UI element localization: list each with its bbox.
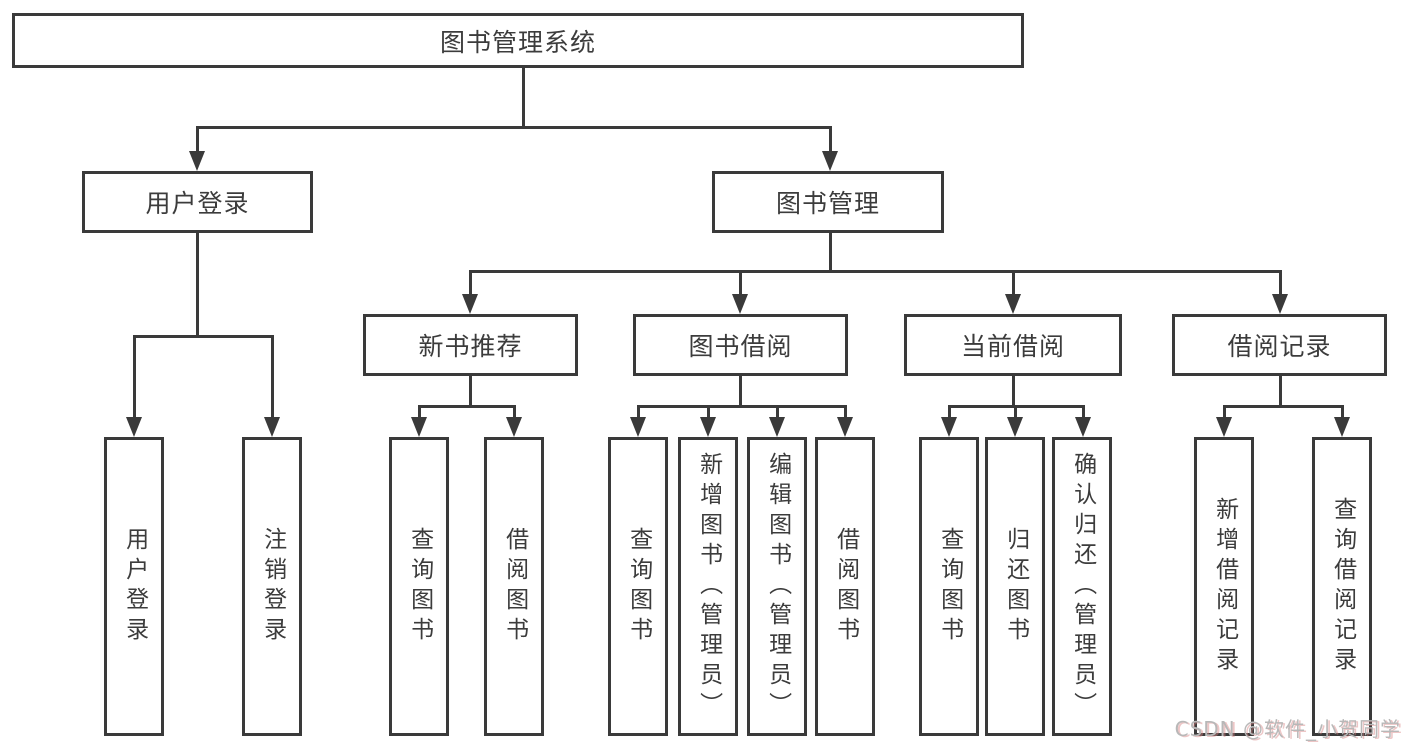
connector-root-drop (521, 68, 525, 126)
arrow-down-icon (1216, 417, 1232, 437)
arrow-down-icon (126, 417, 142, 437)
leaf-add-borrow-record: 新增借阅记录 (1194, 437, 1254, 736)
connector-leaf-shaft (843, 405, 847, 419)
leaf-label: 编辑图书（管理员） (764, 451, 791, 722)
leaf-user-login: 用户登录 (104, 437, 164, 736)
connector-leaf-shaft (270, 335, 274, 419)
leaf-label: 查询图书 (406, 526, 433, 647)
leaf-label: 确认归还（管理员） (1069, 451, 1096, 722)
leaf-label: 查询图书 (625, 526, 652, 647)
connector-leaf-shaft (636, 405, 640, 419)
arrow-down-icon (732, 294, 748, 314)
leaf-label: 查询图书 (936, 526, 963, 647)
arrow-down-icon (462, 294, 478, 314)
connector-shaft (1011, 270, 1015, 296)
connector-splitter (636, 405, 847, 408)
leaf-label: 新增借阅记录 (1211, 496, 1238, 677)
arrow-down-icon (1075, 417, 1091, 437)
node-book-management: 图书管理 (712, 171, 944, 233)
leaf-label: 借阅图书 (501, 526, 528, 647)
connector-drop (468, 376, 472, 408)
arrow-down-icon (1005, 294, 1021, 314)
arrow-down-icon (941, 417, 957, 437)
connector-leaf-shaft (1222, 405, 1226, 419)
node-current-borrow-label: 当前借阅 (960, 332, 1065, 361)
connector-drop (1278, 376, 1282, 408)
leaf-label: 用户登录 (121, 526, 148, 647)
leaf-query-borrow-record: 查询借阅记录 (1312, 437, 1372, 736)
leaf-label: 借阅图书 (832, 526, 859, 647)
leaf-edit-book-admin: 编辑图书（管理员） (747, 437, 807, 736)
connector-splitter (417, 405, 516, 408)
leaf-label: 新增图书（管理员） (695, 451, 722, 722)
leaf-query-books-current: 查询图书 (919, 437, 979, 736)
leaf-query-books-borrow: 查询图书 (608, 437, 668, 736)
arrow-down-icon (822, 151, 838, 171)
connector-leaf-shaft (775, 405, 779, 419)
connector-book-mgmt-shaft (828, 126, 832, 153)
connector-shaft (1278, 270, 1282, 296)
connector-mgmt-drop (828, 232, 832, 273)
node-borrow-records-label: 借阅记录 (1227, 332, 1332, 361)
leaf-label: 查询借阅记录 (1329, 496, 1356, 677)
connector-shaft (738, 270, 742, 296)
leaf-label: 注销登录 (259, 526, 286, 647)
connector-user-splitter (132, 335, 274, 338)
node-borrow-records: 借阅记录 (1172, 314, 1387, 376)
connector-leaf-shaft (947, 405, 951, 419)
arrow-down-icon (769, 417, 785, 437)
arrow-down-icon (700, 417, 716, 437)
leaf-confirm-return-admin: 确认归还（管理员） (1052, 437, 1112, 736)
csdn-watermark: CSDN @软件_小贺同学 (1174, 717, 1401, 741)
arrow-down-icon (837, 417, 853, 437)
arrow-down-icon (506, 417, 522, 437)
leaf-query-books-recommend: 查询图书 (389, 437, 449, 736)
arrow-down-icon (189, 151, 205, 171)
leaf-label: 归还图书 (1002, 526, 1029, 647)
connector-leaf-shaft (132, 335, 136, 419)
node-book-management-label: 图书管理 (775, 189, 880, 218)
arrow-down-icon (1334, 417, 1350, 437)
connector-user-login-shaft (195, 126, 199, 153)
leaf-borrow-books-recommend: 借阅图书 (484, 437, 544, 736)
connector-leaf-shaft (706, 405, 710, 419)
node-current-borrow: 当前借阅 (904, 314, 1122, 376)
leaf-logout: 注销登录 (242, 437, 302, 736)
root-node-label: 图书管理系统 (439, 27, 596, 57)
connector-drop (738, 376, 742, 408)
arrow-down-icon (411, 417, 427, 437)
connector-user-drop (195, 232, 199, 335)
arrow-down-icon (264, 417, 280, 437)
connector-leaf-shaft (417, 405, 421, 419)
connector-drop (1011, 376, 1015, 408)
connector-shaft (468, 270, 472, 296)
node-user-login: 用户登录 (82, 171, 313, 233)
leaf-borrow-books-borrow: 借阅图书 (815, 437, 875, 736)
connector-level2-rail (468, 270, 1282, 273)
node-new-book-recommend: 新书推荐 (363, 314, 578, 376)
connector-leaf-shaft (512, 405, 516, 419)
connector-leaf-shaft (1013, 405, 1017, 419)
arrow-down-icon (1272, 294, 1288, 314)
node-user-login-label: 用户登录 (145, 189, 250, 218)
connector-leaf-shaft (1081, 405, 1085, 419)
connector-leaf-shaft (1340, 405, 1344, 419)
node-new-book-recommend-label: 新书推荐 (418, 332, 523, 361)
arrow-down-icon (1007, 417, 1023, 437)
leaf-add-book-admin: 新增图书（管理员） (678, 437, 738, 736)
node-book-borrow-label: 图书借阅 (688, 332, 793, 361)
arrow-down-icon (630, 417, 646, 437)
root-node-system-title: 图书管理系统 (12, 13, 1024, 68)
node-book-borrow: 图书借阅 (633, 314, 848, 376)
connector-splitter (1222, 405, 1344, 408)
connector-level1-rail (195, 126, 832, 129)
leaf-return-book: 归还图书 (985, 437, 1045, 736)
